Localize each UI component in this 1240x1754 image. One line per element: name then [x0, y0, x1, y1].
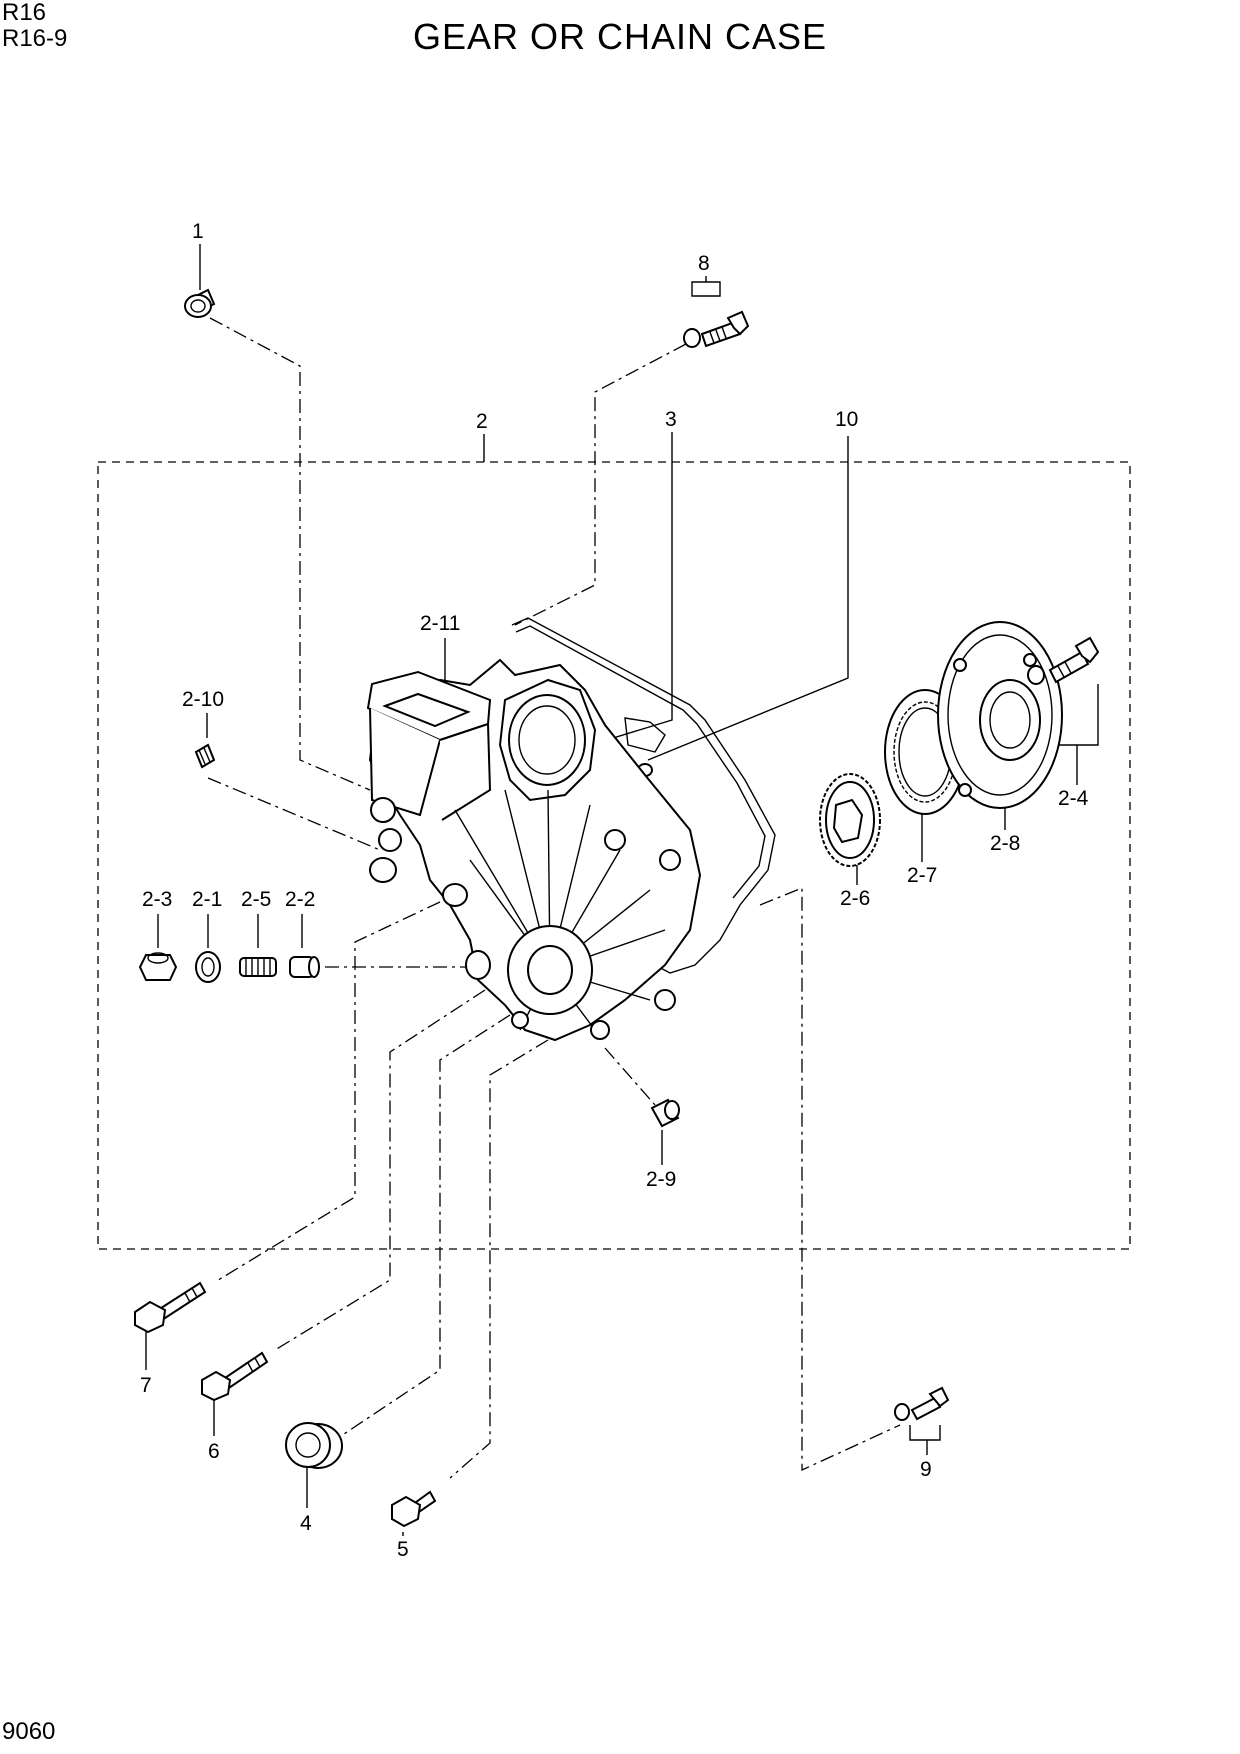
part-2-2-plunger — [289, 956, 320, 978]
callout-5: 5 — [397, 1538, 409, 1561]
model-variant: R16-9 — [2, 25, 68, 52]
page-number: 9060 — [2, 1718, 56, 1745]
callout-2: 2 — [476, 410, 488, 433]
callout-numbers: 1 8 2 3 10 2-11 2-10 2-3 2-1 2-5 2-2 2-4… — [140, 220, 1089, 1561]
callout-2-11: 2-11 — [420, 612, 460, 635]
callout-6: 6 — [208, 1440, 220, 1463]
part-1-cap — [184, 288, 216, 318]
leader-lines — [207, 317, 901, 1479]
callout-2-8: 2-8 — [990, 832, 1020, 855]
callout-2-7: 2-7 — [907, 864, 937, 887]
callout-leaders — [145, 244, 1099, 1536]
part-2-8-pump-cover — [937, 621, 1063, 809]
part-2-1-washer — [195, 951, 221, 983]
part-9-bolt-washer — [894, 1386, 950, 1421]
part-2-6-gear — [819, 773, 881, 867]
callout-7: 7 — [140, 1374, 152, 1397]
callout-2-4: 2-4 — [1058, 787, 1089, 810]
callout-1: 1 — [192, 220, 204, 243]
page-title: GEAR OR CHAIN CASE — [412, 16, 828, 57]
part-2-10-plug — [194, 743, 216, 769]
model-code: R16 — [2, 0, 47, 26]
gear-case-body — [366, 658, 702, 1042]
callout-2-1: 2-1 — [192, 888, 222, 911]
part-5-short-bolt — [391, 1490, 437, 1528]
part-4-oil-seal — [285, 1422, 343, 1469]
callout-2-6: 2-6 — [840, 887, 870, 910]
part-8-bolt-washer — [683, 310, 750, 348]
callout-9: 9 — [920, 1458, 932, 1481]
part-7-long-bolt — [134, 1281, 207, 1334]
callout-2-9: 2-9 — [646, 1168, 676, 1191]
callout-2-2: 2-2 — [285, 888, 315, 911]
callout-2-3: 2-3 — [142, 888, 172, 911]
part-2-9-plug — [650, 1098, 680, 1128]
callout-8: 8 — [698, 252, 710, 275]
callout-2-5: 2-5 — [241, 888, 271, 911]
part-2-4-bolt-washer — [1027, 636, 1100, 685]
part-2-5-spring — [239, 957, 277, 977]
callout-4: 4 — [300, 1512, 312, 1535]
callout-3: 3 — [665, 408, 677, 431]
part-6-bolt — [201, 1351, 269, 1402]
callout-2-10: 2-10 — [182, 688, 224, 711]
callout-10: 10 — [835, 408, 858, 431]
part-2-3-cap-nut — [138, 952, 178, 981]
